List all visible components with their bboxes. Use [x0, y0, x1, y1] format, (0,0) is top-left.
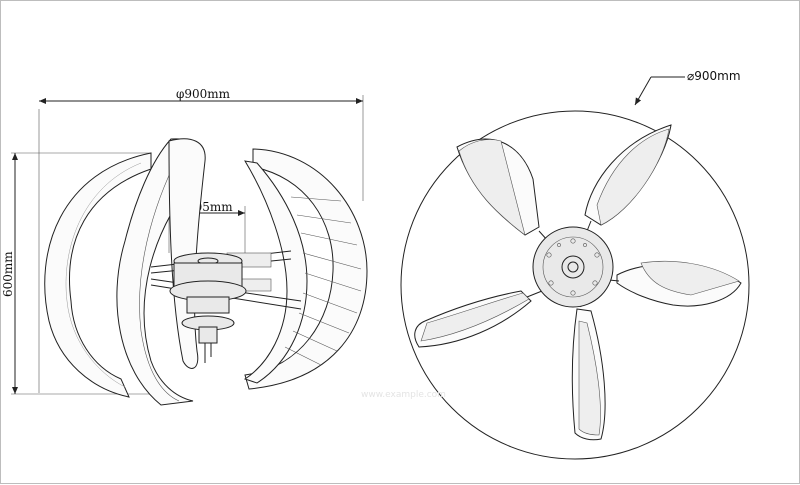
- diameter-label: ⌀900mm: [687, 69, 741, 83]
- rear-blade: [44, 152, 152, 398]
- width-dimension-label: φ900mm: [176, 87, 231, 101]
- front-hub: [532, 226, 614, 308]
- rotor-circle: [400, 110, 750, 460]
- generator-hub: [169, 252, 247, 363]
- front-view: ⌀900mm: [400, 69, 750, 460]
- watermark-text: www.example.com: [361, 390, 446, 400]
- width-dimension-line: φ900mm: [38, 87, 364, 393]
- front-blades: [414, 124, 742, 441]
- blade-ribs: [284, 196, 362, 366]
- height-dimension-line: 600mm: [1, 152, 151, 395]
- diameter-leader: ⌀900mm: [634, 69, 741, 106]
- blade-right-inner: [243, 160, 308, 384]
- height-dimension-label: 600mm: [1, 251, 15, 297]
- rear-blade-right: [244, 148, 368, 390]
- front-blade-center: [168, 138, 206, 369]
- side-view: φ900mm 600mm 205mm: [1, 87, 368, 406]
